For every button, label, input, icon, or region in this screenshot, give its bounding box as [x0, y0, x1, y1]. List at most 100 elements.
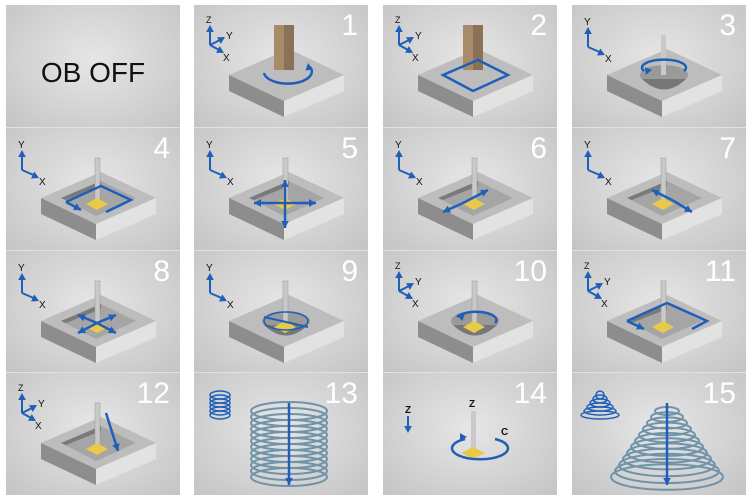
pocket-x-width-icon [418, 157, 533, 240]
cycle-number: 14 [513, 377, 547, 411]
boss-square-icon [418, 25, 533, 117]
svg-text:X: X [416, 177, 423, 188]
svg-text:Y: Y [395, 140, 402, 151]
axis-indicator-icon: YX [18, 140, 46, 188]
svg-text:X: X [605, 54, 612, 65]
svg-text:Z: Z [584, 261, 590, 271]
svg-text:Y: Y [38, 399, 45, 410]
axis-indicator-icon: ZYX [395, 261, 422, 310]
pocket-y-width-illustration-icon: YX [584, 140, 722, 240]
svg-text:X: X [223, 53, 230, 64]
svg-text:Y: Y [415, 31, 422, 42]
axis-indicator-icon: YX [395, 140, 423, 188]
svg-text:X: X [39, 177, 46, 188]
ob-off-option[interactable]: OB OFF [6, 5, 180, 128]
bore-circle-illustration-icon: YX [584, 17, 722, 117]
svg-text:Y: Y [604, 277, 611, 288]
svg-text:Y: Y [584, 140, 591, 151]
spiral-cylinder-illustration-icon [209, 390, 328, 488]
cycle-number: 5 [341, 131, 358, 165]
pocket-corner-4dir-illustration-icon: YX [18, 263, 156, 363]
cycle-option-14[interactable]: Z Z C 14 [383, 373, 557, 495]
svg-text:Z: Z [206, 15, 212, 25]
svg-text:X: X [412, 53, 419, 64]
axis-indicator-icon: YX [206, 140, 234, 188]
pocket-3d-diagonal-icon [41, 403, 156, 486]
svg-text:Z: Z [395, 261, 401, 271]
axis-indicator-icon: YX [206, 263, 234, 311]
pocket-3d-diagonal-illustration-icon: ZYX [18, 383, 156, 486]
pocket-3d-rect-illustration-icon: Z YX [584, 261, 722, 363]
axis-indicator-icon: ZYX [18, 383, 45, 432]
ob-off-label: OB OFF [40, 57, 146, 88]
cycle-number: 8 [153, 254, 170, 288]
cycle-number: 4 [153, 131, 170, 165]
svg-text:X: X [227, 300, 234, 311]
rotary-c-icon [450, 411, 510, 461]
axis-indicator-icon: Z [404, 405, 412, 434]
pocket-center-4dir-illustration-icon: YX [206, 140, 344, 240]
pocket-rect-illustration-icon: YX [18, 140, 156, 240]
svg-text:X: X [601, 299, 608, 310]
bore-3d-circle-icon [418, 280, 533, 363]
pocket-y-width-icon [607, 157, 722, 240]
svg-text:Y: Y [18, 140, 25, 151]
cycle-number: 10 [513, 254, 547, 288]
cycle-number: 13 [324, 377, 358, 411]
svg-text:X: X [39, 300, 46, 311]
pocket-center-4dir-icon [229, 157, 344, 240]
svg-text:Z: Z [18, 383, 24, 393]
cycle-option-13[interactable]: 13 [194, 373, 368, 495]
bore-cross-icon [229, 280, 344, 363]
pocket-3d-rect-icon [607, 280, 722, 363]
svg-text:Y: Y [206, 263, 213, 274]
bore-cross-illustration-icon: YX [206, 263, 344, 363]
boss-circle-illustration-icon: Z YX [206, 15, 344, 117]
c-label: C [501, 427, 508, 438]
axis-indicator-icon: Z YX [206, 15, 233, 64]
cycle-option-15[interactable]: 15 [572, 373, 746, 495]
boss-circle-icon [229, 25, 344, 117]
cycle-number: 12 [136, 377, 170, 411]
svg-text:Y: Y [18, 263, 25, 274]
cycle-number: 11 [704, 254, 736, 288]
cycle-number: 2 [530, 9, 547, 42]
svg-text:Y: Y [584, 17, 591, 28]
spiral-cylinder-icon [209, 390, 328, 488]
z-label: Z [469, 399, 475, 410]
spiral-cone-illustration-icon [580, 390, 724, 492]
boss-square-illustration-icon: Z YX [395, 15, 533, 117]
svg-text:Y: Y [206, 140, 213, 151]
axis-indicator-icon: YX [18, 263, 46, 311]
axis-indicator-icon: YX [584, 17, 612, 65]
cycle-number: 15 [702, 377, 736, 411]
svg-text:Y: Y [415, 277, 422, 288]
axis-indicator-icon: Z YX [395, 15, 422, 64]
svg-text:Z: Z [405, 405, 411, 416]
rotary-c-illustration-icon: Z Z C [404, 399, 510, 461]
pocket-x-width-illustration-icon: YX [395, 140, 533, 240]
axis-indicator-icon: Z YX [584, 261, 611, 310]
svg-text:Z: Z [395, 15, 401, 25]
pocket-rect-icon [41, 157, 156, 240]
cycle-number: 6 [530, 131, 547, 165]
bore-3d-circle-illustration-icon: ZYX [395, 261, 533, 363]
svg-text:Y: Y [226, 31, 233, 42]
svg-text:X: X [605, 177, 612, 188]
